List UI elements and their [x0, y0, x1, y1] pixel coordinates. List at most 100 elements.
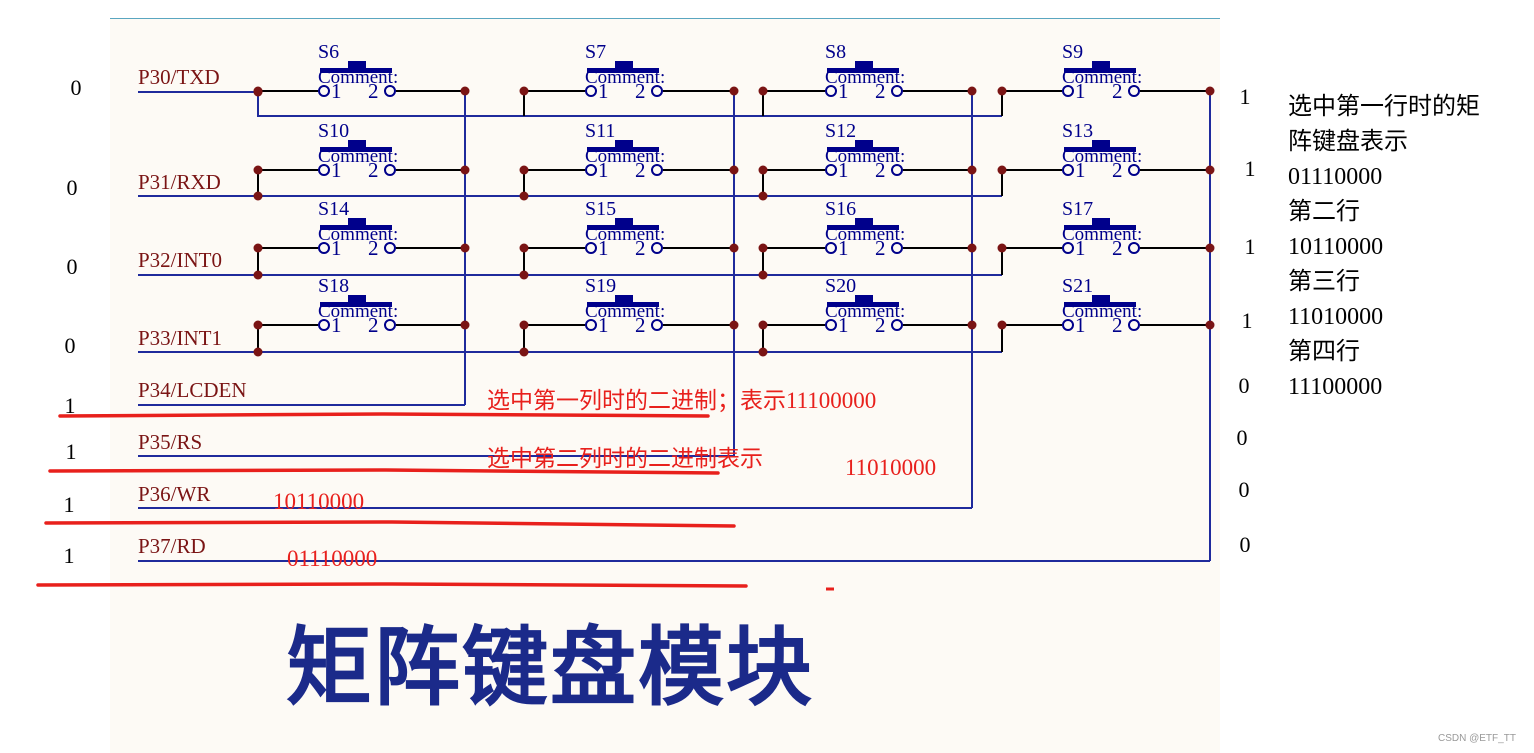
- junction-column: [967, 320, 977, 330]
- switch-terminal-2: [891, 242, 903, 254]
- switch-pin-2: 2: [368, 79, 379, 103]
- junction-node: [997, 243, 1007, 253]
- switch-label: S8: [825, 41, 846, 63]
- switch-terminal-1: [825, 319, 837, 331]
- junction-row: [519, 191, 529, 201]
- junction-node: [253, 165, 263, 175]
- switch-pin-1: 1: [838, 158, 849, 182]
- switch-label: S9: [1062, 41, 1083, 63]
- switch-comment: Comment:: [825, 224, 905, 245]
- junction-column: [729, 320, 739, 330]
- switch-terminal-2: [891, 85, 903, 97]
- pin-label: P31/RXD: [138, 170, 221, 194]
- schematic-background: [110, 18, 1220, 753]
- junction-row: [519, 347, 529, 357]
- junction-column: [967, 165, 977, 175]
- red-underline: [48, 468, 720, 475]
- note-line-5: 10110000: [1288, 234, 1384, 260]
- note-line-8: 第四行: [1288, 339, 1360, 365]
- pin-label: P36/WR: [138, 482, 210, 506]
- switch-terminal-2: [1128, 164, 1140, 176]
- switch-comment: Comment:: [1062, 224, 1142, 245]
- switch-plunger: [587, 147, 659, 152]
- switch-terminal-1: [318, 85, 330, 97]
- switch-terminal-2: [651, 319, 663, 331]
- switch-knob: [615, 140, 633, 148]
- annotation-col3-value: 10110000: [273, 489, 365, 514]
- switch-pin-1: 1: [838, 313, 849, 337]
- switch-plunger: [1064, 68, 1136, 73]
- switch-pin-2: 2: [635, 158, 646, 182]
- switch-comment: Comment:: [585, 224, 665, 245]
- note-line-1: 选中第一行时的矩: [1288, 94, 1480, 120]
- left-bit-p36: 1: [63, 492, 75, 517]
- switch-label: S12: [825, 120, 856, 142]
- switch-terminal-2: [651, 164, 663, 176]
- junction-row: [758, 270, 768, 280]
- right-bit-5: 0: [1238, 373, 1250, 398]
- note-line-4: 第二行: [1288, 199, 1360, 225]
- switch-pin-1: 1: [1075, 79, 1086, 103]
- switch-pin-2: 2: [875, 158, 886, 182]
- junction-column: [1205, 243, 1215, 253]
- switch-plunger: [587, 68, 659, 73]
- switch-terminal-1: [1062, 242, 1074, 254]
- switch-label: S20: [825, 275, 856, 297]
- switch-terminal-2: [1128, 85, 1140, 97]
- switch-pin-2: 2: [875, 313, 886, 337]
- pin-label: P34/LCDEN: [138, 378, 247, 402]
- junction-column: [460, 165, 470, 175]
- switch-pin-1: 1: [598, 236, 609, 260]
- switch-terminal-1: [825, 85, 837, 97]
- left-bit-p32: 0: [66, 254, 78, 279]
- switch-comment: Comment:: [585, 301, 665, 322]
- switch-comment: Comment:: [1062, 67, 1142, 88]
- switch-knob: [348, 295, 366, 303]
- switch-terminal-2: [384, 319, 396, 331]
- right-bit-2: 1: [1244, 156, 1256, 181]
- pin-label: P35/RS: [138, 430, 202, 454]
- note-line-7: 11010000: [1288, 304, 1384, 330]
- switch-pin-2: 2: [875, 79, 886, 103]
- switch-terminal-2: [384, 164, 396, 176]
- red-underline: [36, 582, 748, 588]
- switch-plunger: [320, 302, 392, 307]
- switch-terminal-2: [384, 242, 396, 254]
- switch-knob: [1092, 295, 1110, 303]
- switch-plunger: [1064, 225, 1136, 230]
- switch-knob: [615, 295, 633, 303]
- junction-node: [758, 243, 768, 253]
- red-underlines: [36, 412, 834, 591]
- switch-label: S6: [318, 41, 339, 63]
- switch-comment: Comment:: [825, 67, 905, 88]
- switch-knob: [855, 61, 873, 69]
- switch-label: S17: [1062, 198, 1093, 220]
- junction-node: [519, 86, 529, 96]
- switch-knob: [615, 218, 633, 226]
- switch-label: S13: [1062, 120, 1093, 142]
- switch-knob: [348, 61, 366, 69]
- module-title: 矩阵键盘模块: [286, 618, 814, 718]
- right-bit-1: 1: [1239, 84, 1251, 109]
- switch-terminal-1: [318, 242, 330, 254]
- switch-terminal-1: [825, 164, 837, 176]
- switch-pin-2: 2: [1112, 79, 1123, 103]
- note-line-2: 阵键盘表示: [1288, 129, 1408, 155]
- switch-terminal-1: [1062, 319, 1074, 331]
- junction-node: [997, 86, 1007, 96]
- junction-node: [253, 320, 263, 330]
- switch-pin-1: 1: [598, 158, 609, 182]
- switch-terminal-2: [1128, 319, 1140, 331]
- junction-column: [729, 243, 739, 253]
- junction-node: [758, 165, 768, 175]
- switch-terminal-1: [318, 319, 330, 331]
- left-bit-p35: 1: [65, 439, 77, 464]
- switch-knob: [855, 218, 873, 226]
- switch-knob: [1092, 140, 1110, 148]
